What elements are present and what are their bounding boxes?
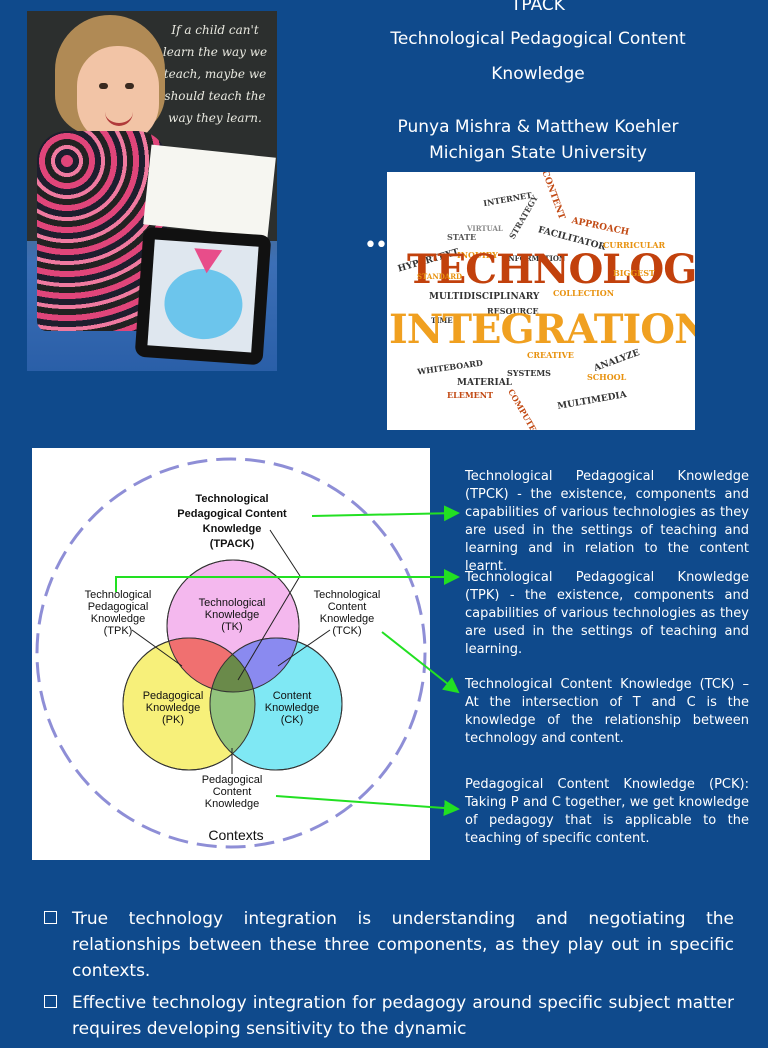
tk-label-2: Knowledge (205, 609, 259, 621)
tpack-label-4: (TPACK) (210, 538, 255, 550)
pk-label-1: Pedagogical (143, 690, 204, 702)
cloud-word: STATE (447, 232, 477, 242)
cloud-word-main-1: TECHNOLOGY (407, 246, 695, 293)
cloud-word: RESOURCE (487, 306, 539, 316)
ck-label-1: Content (273, 690, 312, 702)
cloud-word: MULTIDISCIPLINARY (429, 292, 540, 302)
tpk-pointer (131, 629, 183, 667)
tck-label-4: (TCK) (332, 625, 361, 637)
institution: Michigan State University (429, 143, 647, 163)
tpk-label-2: Pedagogical (88, 601, 149, 613)
cloud-word: COLLECTION (553, 288, 615, 298)
chalkboard-quote: If a child can't learn the way we teach,… (162, 23, 268, 125)
key-points-list: True technology integration is understan… (44, 906, 734, 1048)
technology-integration-word-cloud: INTERNET APPROACH FACILITATOR HYPERTEXT … (387, 172, 695, 430)
tck-arrow (381, 631, 460, 694)
bullet-dots: •• (364, 233, 388, 258)
definition-tck: Technological Content Knowledge (TCK) – … (465, 677, 749, 746)
cloud-word: CREATIVE (527, 350, 574, 360)
tck-label-2: Content (328, 601, 367, 613)
cloud-word: TIME (431, 316, 453, 325)
tpack-diagram: Technological Pedagogical Content Knowle… (32, 448, 430, 860)
cloud-word-main-2: INTEGRATION (389, 306, 695, 353)
cloud-word: SCHOOL (587, 372, 627, 382)
cloud-word: ELEMENT (447, 390, 494, 400)
tk-label-1: Technological (199, 597, 266, 609)
tpack-label-2: Pedagogical Content (177, 508, 287, 520)
cloud-word: STANDARD (417, 272, 463, 281)
tpack-acronym: TPACK (511, 0, 565, 15)
pck-label-1: Pedagogical (202, 774, 263, 786)
checkbox-bullet-icon (44, 995, 57, 1008)
authors: Punya Mishra & Matthew Koehler (397, 117, 679, 137)
tpack-label-1: Technological (195, 493, 268, 505)
checkbox-bullet-icon (44, 911, 57, 924)
cloud-word: MATERIAL (457, 378, 513, 388)
cloud-word: CURRICULAR (603, 240, 666, 250)
child-eye-right (125, 83, 134, 89)
tck-label-1: Technological (314, 589, 381, 601)
key-point-text: True technology integration is understan… (72, 909, 734, 981)
contexts-label: Contexts (208, 827, 263, 843)
pck-label-2: Content (213, 786, 252, 798)
child-eye-left (99, 83, 108, 89)
pk-label-3: (PK) (162, 714, 184, 726)
tpack-venn-svg: Technological Pedagogical Content Knowle… (35, 457, 427, 849)
tpk-label-3: Knowledge (91, 613, 145, 625)
ck-label-3: (CK) (281, 714, 304, 726)
title-line-2: Knowledge (491, 64, 585, 84)
tck-pointer (277, 629, 331, 667)
contexts-boundary (35, 457, 427, 849)
definition-tpk: Technological Pedagogical Knowledge (TPK… (465, 570, 749, 657)
pck-label-3: Knowledge (205, 798, 259, 810)
cloud-word: BIGGEST (613, 268, 655, 278)
pck-arrow (275, 795, 460, 816)
child-smile (105, 111, 133, 126)
tck-label-3: Knowledge (320, 613, 374, 625)
child-photo: If a child can't learn the way we teach,… (27, 11, 277, 371)
cloud-word: INFORMATION (505, 254, 566, 263)
tpack-label-3: Knowledge (203, 523, 262, 535)
tpack-arrow (311, 505, 460, 522)
tk-label-3: (TK) (221, 621, 242, 633)
connector-arrows (115, 505, 460, 816)
tpk-label-1: Technological (85, 589, 152, 601)
child-face (77, 46, 159, 144)
cloud-word: INQUIRY (457, 250, 498, 260)
pk-label-2: Knowledge (146, 702, 200, 714)
definition-tpck: Technological Pedagogical Knowledge (TPC… (465, 469, 749, 574)
key-point: Effective technology integration for ped… (44, 990, 734, 1042)
definition-pck: Pedagogical Content Knowledge (PCK): Tak… (465, 777, 749, 846)
tpk-label-4: (TPK) (104, 625, 133, 637)
key-point: True technology integration is understan… (44, 906, 734, 984)
title-line-1: Technological Pedagogical Content (390, 29, 686, 49)
cloud-word: VIRTUAL (467, 224, 503, 233)
key-point-text: Effective technology integration for ped… (72, 993, 734, 1039)
cloud-word: SYSTEMS (507, 368, 551, 378)
tpk-arrow (115, 569, 460, 592)
ck-label-2: Knowledge (265, 702, 319, 714)
